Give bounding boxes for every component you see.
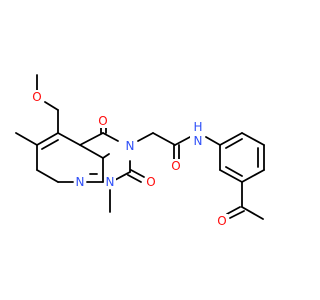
atom-symbol: O bbox=[217, 214, 226, 228]
bond bbox=[15, 132, 38, 146]
atom-symbol: N bbox=[76, 175, 85, 189]
bond bbox=[229, 210, 245, 219]
n3-nitrogen-atom: N bbox=[124, 139, 136, 153]
acetyl-oxygen-atom: O bbox=[216, 214, 228, 228]
bond bbox=[79, 132, 104, 146]
bond bbox=[205, 136, 221, 146]
atom-symbol: O bbox=[171, 159, 180, 173]
structure-canvas: O O N O N N O H N bbox=[15, 74, 265, 228]
bond bbox=[130, 169, 145, 178]
bonds bbox=[15, 74, 265, 220]
bond bbox=[219, 169, 243, 183]
molecule-structure: O O N O N N O H N bbox=[15, 74, 265, 228]
bond bbox=[241, 132, 265, 146]
atom-symbol: O bbox=[98, 114, 107, 128]
bond bbox=[102, 153, 110, 159]
bond bbox=[225, 138, 243, 149]
bond bbox=[226, 206, 241, 215]
bond bbox=[241, 169, 265, 183]
bond bbox=[241, 206, 264, 220]
c4-carbonyl-oxygen-atom: O bbox=[97, 114, 109, 128]
atom-symbol: N bbox=[194, 134, 203, 148]
bond bbox=[44, 101, 59, 111]
atom-symbol: H bbox=[193, 120, 202, 134]
c2-carbonyl-oxygen-atom: O bbox=[145, 175, 157, 189]
amide-oxygen-atom: O bbox=[170, 159, 182, 173]
bond bbox=[102, 132, 119, 142]
atom-symbol: O bbox=[146, 175, 155, 189]
bond bbox=[152, 132, 176, 146]
bond bbox=[41, 139, 59, 150]
n8-pyridine-nitrogen-atom: N bbox=[74, 175, 86, 189]
bond bbox=[219, 132, 243, 146]
methoxy-oxygen-atom: O bbox=[31, 90, 43, 104]
atom-labels: O O N O N N O H N bbox=[31, 90, 228, 228]
atom-symbol: N bbox=[126, 139, 135, 153]
bond bbox=[114, 171, 131, 181]
atom-symbol: N bbox=[106, 175, 115, 189]
bond bbox=[137, 132, 154, 142]
amide-nh-atom: H N bbox=[190, 120, 205, 149]
bond bbox=[127, 174, 142, 183]
bond bbox=[225, 166, 243, 177]
n1-nitrogen-atom: N bbox=[104, 175, 116, 189]
atom-symbol: O bbox=[32, 90, 41, 104]
bond bbox=[36, 169, 59, 183]
bond bbox=[57, 132, 81, 146]
bond bbox=[79, 144, 104, 159]
bond bbox=[174, 136, 191, 146]
bond bbox=[36, 132, 59, 146]
